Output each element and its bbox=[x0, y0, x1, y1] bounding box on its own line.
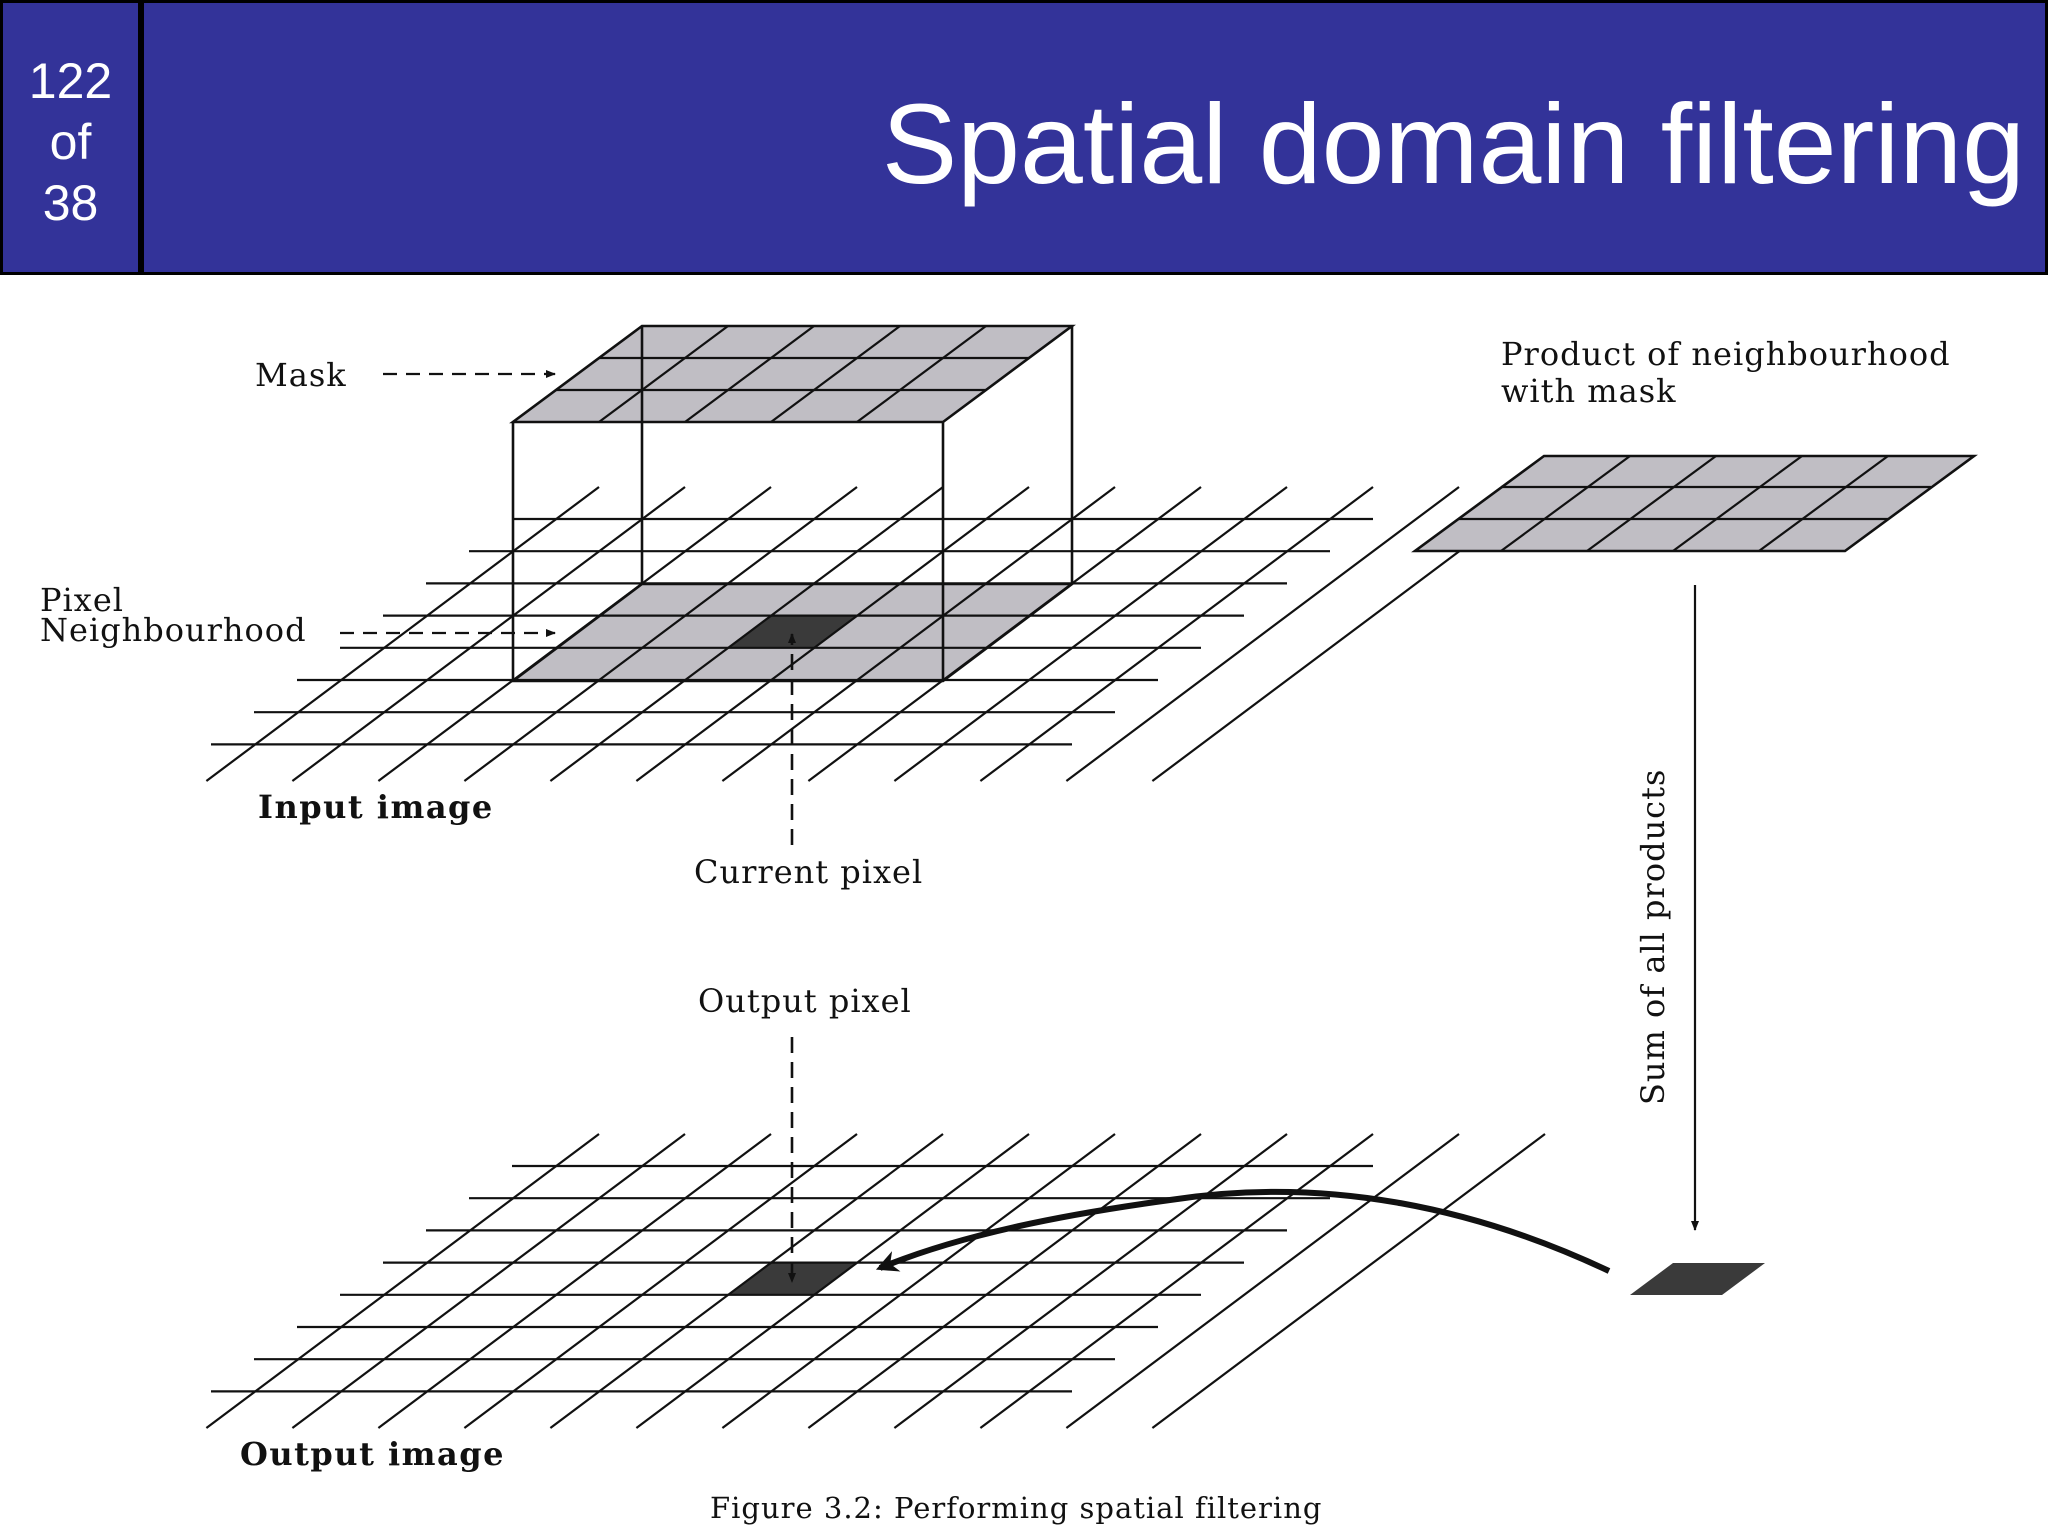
figure-caption: Figure 3.2: Performing spatial filtering bbox=[710, 1491, 1322, 1525]
product-label-line2: with mask bbox=[1501, 372, 1677, 410]
sum-label: Sum of all products bbox=[1634, 769, 1672, 1105]
product-label-line1: Product of neighbourhood bbox=[1501, 335, 1951, 373]
mask-top bbox=[513, 326, 1072, 422]
output-image-grid bbox=[205, 1133, 1546, 1429]
output-image-label: Output image bbox=[240, 1435, 505, 1473]
result-curve-arrow bbox=[875, 1188, 1611, 1274]
page-current: 122 bbox=[28, 53, 113, 109]
input-image-label: Input image bbox=[258, 788, 494, 826]
title-bar: Spatial domain filtering bbox=[141, 0, 2048, 275]
current-pixel-label: Current pixel bbox=[694, 853, 923, 891]
page-total: 38 bbox=[42, 175, 99, 231]
page-number-box: 122 of 38 bbox=[0, 0, 141, 275]
mask-top-lines bbox=[556, 325, 1029, 423]
mask-label: Mask bbox=[255, 356, 347, 394]
mask-box bbox=[509, 324, 1076, 681]
output-grid-lines bbox=[205, 1133, 1546, 1429]
product-plane bbox=[1411, 454, 1978, 553]
page-of: of bbox=[49, 114, 92, 170]
mask-box-edges bbox=[509, 324, 1076, 681]
neighbourhood-label: Neighbourhood bbox=[40, 611, 307, 649]
slide-title: Spatial domain filtering bbox=[881, 81, 2025, 207]
output-pixel-label: Output pixel bbox=[698, 982, 912, 1020]
pixel-label: Pixel bbox=[40, 581, 124, 619]
arrows bbox=[340, 370, 1699, 1283]
input-image-grid bbox=[205, 486, 1546, 782]
result-pixel bbox=[1630, 1263, 1765, 1295]
